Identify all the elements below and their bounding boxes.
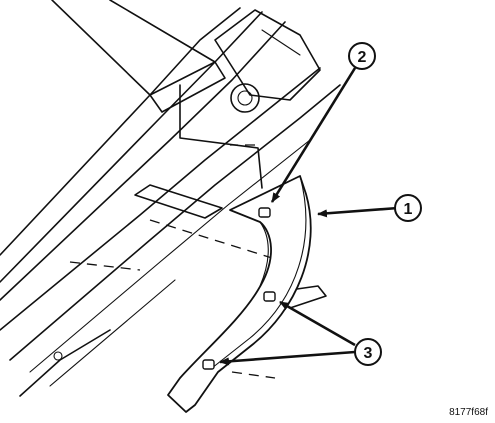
figure-id: 8177f68f [449, 407, 488, 418]
callout-3-label: 3 [364, 345, 373, 362]
callout-2: 2 [270, 42, 376, 203]
callout-2-label: 2 [358, 49, 367, 66]
vehicle-body-structure [0, 0, 341, 397]
alignment-lines [69, 144, 286, 379]
upper-clip [258, 207, 271, 218]
callout-1: 1 [317, 194, 422, 222]
callout-1-label: 1 [404, 201, 413, 218]
lower-clip [202, 359, 215, 370]
trim-panel [167, 175, 312, 413]
callout-3: 3 [219, 300, 382, 366]
middle-clip [263, 291, 276, 302]
retaining-clips [202, 207, 276, 370]
